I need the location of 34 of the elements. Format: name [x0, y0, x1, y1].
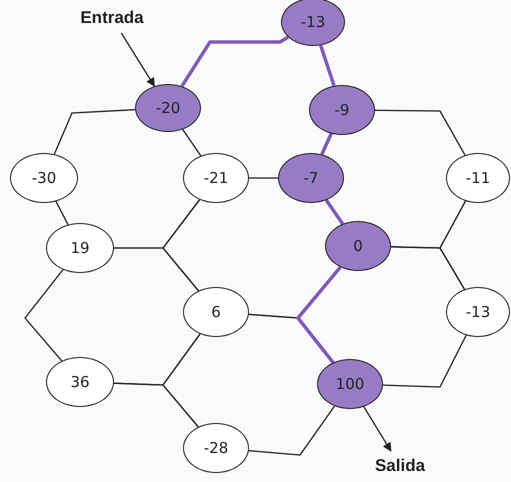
number-oval: -11	[446, 153, 510, 203]
connector-line	[375, 110, 466, 156]
connector-line	[180, 36, 289, 88]
connector-line	[182, 129, 202, 156]
number-oval: -13	[446, 287, 510, 337]
connector-line	[319, 44, 336, 86]
number-oval: -20	[135, 84, 201, 132]
connector-line	[114, 382, 199, 428]
number-oval: -13	[281, 0, 345, 46]
connector-line	[324, 199, 344, 225]
number-oval: -28	[183, 423, 249, 473]
arrow	[363, 406, 392, 452]
connector-line	[296, 266, 342, 364]
arrow	[120, 32, 155, 87]
connector-line	[248, 406, 336, 456]
number-oval: 0	[325, 221, 391, 271]
number-oval: -7	[278, 153, 344, 203]
connector-line	[320, 132, 333, 156]
direction-label: Salida	[366, 454, 434, 478]
direction-label: Entrada	[72, 6, 152, 30]
connector-line	[54, 109, 136, 154]
number-oval: 19	[46, 223, 114, 273]
number-oval: 100	[317, 359, 383, 409]
number-oval: 36	[46, 357, 114, 407]
connector-line	[382, 334, 467, 388]
connector-line	[55, 201, 69, 225]
number-oval: -21	[183, 153, 249, 203]
number-oval: 6	[183, 287, 249, 337]
connector-line	[249, 177, 278, 179]
number-oval: -9	[309, 85, 375, 135]
connector-line	[24, 269, 64, 362]
number-oval: -30	[10, 153, 78, 203]
connector-line	[114, 247, 199, 292]
connector-line	[390, 246, 466, 290]
